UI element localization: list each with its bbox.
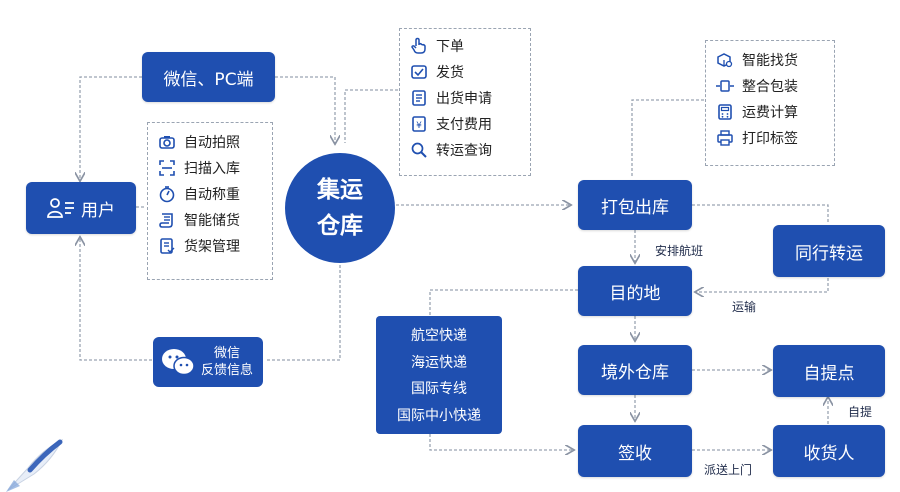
smart-packing-panel: 智能找货 整合包装 运费计算 打印标签 bbox=[705, 40, 835, 166]
calculator-icon bbox=[716, 103, 734, 121]
shipping-method: 海运快递 bbox=[411, 354, 467, 371]
shipping-method: 国际专线 bbox=[411, 381, 467, 398]
order-item-label: 发货 bbox=[436, 65, 464, 81]
stopwatch-icon bbox=[158, 185, 176, 203]
shipping-methods-panel: 航空快递 海运快递 国际专线 国际中小快递 bbox=[376, 316, 502, 434]
sign-node: 签收 bbox=[578, 425, 692, 477]
order-item: 下单 bbox=[410, 33, 522, 59]
edge-label-self-pick: 自提 bbox=[848, 405, 873, 419]
order-actions-panel: 下单 发货 出货申请 ¥ 支付费用 转运查询 bbox=[399, 28, 531, 176]
order-item: ¥ 支付费用 bbox=[410, 111, 522, 137]
user-label: 用户 bbox=[81, 200, 115, 221]
shipping-method: 国际中小快递 bbox=[397, 407, 481, 424]
scan-frame-icon bbox=[158, 159, 176, 177]
scroll-icon bbox=[158, 211, 176, 229]
order-item-label: 支付费用 bbox=[436, 117, 492, 133]
smart-item: 整合包装 bbox=[716, 73, 826, 99]
user-node: 用户 bbox=[26, 182, 136, 234]
warehouse-functions-panel: 自动拍照 扫描入库 自动称重 智能储货 货架管理 bbox=[147, 122, 273, 280]
magnifier-icon bbox=[410, 141, 428, 159]
edge-pc-to-hub bbox=[275, 76, 335, 143]
warehouse-item: 货架管理 bbox=[158, 233, 264, 259]
hand-pointer-icon bbox=[410, 37, 428, 55]
order-item: 发货 bbox=[410, 59, 522, 85]
pack-out-node: 打包出库 bbox=[578, 180, 692, 230]
printer-icon bbox=[716, 129, 734, 147]
overseas-warehouse-node: 境外仓库 bbox=[578, 345, 692, 395]
shipping-method: 航空快递 bbox=[411, 328, 467, 345]
camera-icon bbox=[158, 133, 176, 151]
edge-hub-to-feedback bbox=[266, 265, 341, 361]
svg-text:¥: ¥ bbox=[416, 121, 422, 131]
box-search-icon bbox=[716, 51, 734, 69]
edge-peer-to-dest bbox=[696, 278, 829, 292]
smart-item-label: 智能找货 bbox=[742, 53, 798, 69]
edge-packout-to-peer bbox=[692, 204, 829, 224]
edge-shipping-to-sign bbox=[429, 434, 573, 450]
hub-label-line2: 仓库 bbox=[317, 213, 363, 239]
smart-item-label: 打印标签 bbox=[742, 131, 798, 147]
edge-feedback-to-user bbox=[80, 238, 152, 361]
warehouse-item-label: 自动称重 bbox=[184, 187, 240, 203]
receiver-node: 收货人 bbox=[773, 425, 885, 477]
wechat-icon bbox=[162, 349, 195, 376]
edge-dest-to-shipping bbox=[429, 289, 578, 316]
smart-item-label: 运费计算 bbox=[742, 105, 798, 121]
smart-item: 运费计算 bbox=[716, 99, 826, 125]
warehouse-item-label: 扫描入库 bbox=[184, 161, 240, 177]
peer-transfer-node: 同行转运 bbox=[773, 225, 885, 277]
destination-node: 目的地 bbox=[578, 266, 692, 316]
warehouse-item-label: 自动拍照 bbox=[184, 135, 240, 151]
consolidation-warehouse-hub: 集运 仓库 bbox=[285, 153, 395, 263]
rocket-icon bbox=[6, 438, 64, 492]
warehouse-item: 扫描入库 bbox=[158, 155, 264, 181]
edge-orderpanel-to-hub bbox=[344, 89, 398, 143]
wechat-feedback-node: 微信 反馈信息 bbox=[153, 337, 263, 387]
edge-smartpanel-to-packout bbox=[631, 99, 704, 178]
order-item-label: 出货申请 bbox=[436, 91, 492, 107]
payment-icon: ¥ bbox=[410, 115, 428, 133]
edge-label-transport: 运输 bbox=[732, 300, 757, 314]
warehouse-item: 自动拍照 bbox=[158, 129, 264, 155]
wechat-feedback-line1: 微信 bbox=[214, 346, 241, 361]
edge-label-delivery: 派送上门 bbox=[704, 463, 753, 477]
merge-pack-icon bbox=[716, 77, 734, 95]
check-box-icon bbox=[410, 63, 428, 81]
smart-item: 智能找货 bbox=[716, 47, 826, 73]
edge-pc-to-user bbox=[80, 76, 142, 180]
smart-item: 打印标签 bbox=[716, 125, 826, 151]
wechat-feedback-line2: 反馈信息 bbox=[201, 363, 254, 378]
document-icon bbox=[410, 89, 428, 107]
order-item: 转运查询 bbox=[410, 137, 522, 163]
warehouse-item: 自动称重 bbox=[158, 181, 264, 207]
hub-label-line1: 集运 bbox=[317, 177, 363, 203]
warehouse-item-label: 智能储货 bbox=[184, 213, 240, 229]
smart-item-label: 整合包装 bbox=[742, 79, 798, 95]
wechat-pc-node: 微信、PC端 bbox=[142, 52, 275, 102]
self-pickup-point-node: 自提点 bbox=[773, 345, 885, 397]
order-item-label: 转运查询 bbox=[436, 143, 492, 159]
warehouse-item-label: 货架管理 bbox=[184, 239, 240, 255]
clipboard-icon bbox=[158, 237, 176, 255]
order-item: 出货申请 bbox=[410, 85, 522, 111]
user-card-icon bbox=[47, 198, 74, 218]
warehouse-item: 智能储货 bbox=[158, 207, 264, 233]
order-item-label: 下单 bbox=[436, 39, 464, 55]
edge-label-arrange-flight: 安排航班 bbox=[655, 244, 704, 258]
wechat-feedback-label: 微信 反馈信息 bbox=[201, 345, 253, 379]
